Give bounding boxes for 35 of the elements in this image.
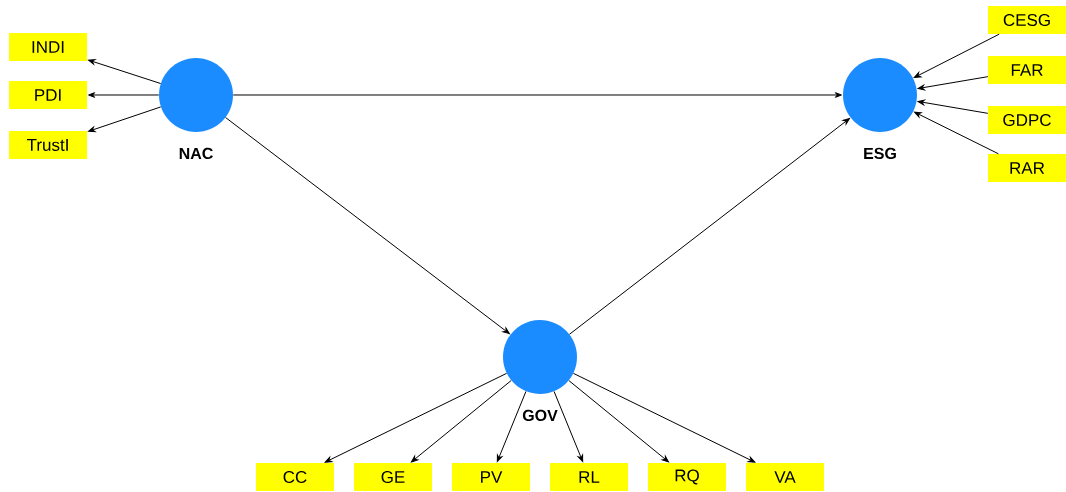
- arrow: [88, 106, 162, 133]
- arrow: [232, 92, 842, 98]
- indicator-box: CC: [256, 463, 334, 491]
- indicator-box: PDI: [9, 81, 87, 109]
- construct-label: ESG: [864, 147, 896, 160]
- construct-circle: [843, 58, 917, 132]
- indicator-box: GDPC: [988, 106, 1066, 134]
- indicator-box: GE: [354, 463, 432, 491]
- indicator-box: VA: [746, 463, 824, 491]
- indicator-box: RAR: [988, 154, 1066, 182]
- arrow: [572, 372, 756, 463]
- arrow: [568, 380, 670, 463]
- arrow: [410, 380, 512, 463]
- arrow: [913, 33, 1000, 78]
- arrow: [553, 390, 584, 462]
- arrow: [225, 117, 510, 335]
- arrow: [568, 118, 850, 335]
- indicator-box: TrustI: [9, 131, 87, 159]
- arrow: [88, 59, 162, 84]
- construct-circle: [159, 58, 233, 132]
- construct-label: GOV: [522, 409, 558, 422]
- arrow: [914, 111, 999, 155]
- arrow: [88, 92, 160, 98]
- indicator-box: FAR: [988, 56, 1066, 84]
- construct-label: NAC: [179, 147, 213, 160]
- indicator-box: INDI: [9, 33, 87, 61]
- indicator-box: CESG: [988, 6, 1066, 34]
- indicator-box: PV: [452, 463, 530, 491]
- indicator-box: RL: [550, 463, 628, 491]
- arrow: [324, 372, 508, 463]
- arrow: [917, 76, 989, 91]
- indicator-box: RQ: [648, 463, 726, 491]
- construct-circle: [503, 320, 577, 394]
- arrow: [496, 390, 527, 462]
- arrow: [917, 99, 989, 114]
